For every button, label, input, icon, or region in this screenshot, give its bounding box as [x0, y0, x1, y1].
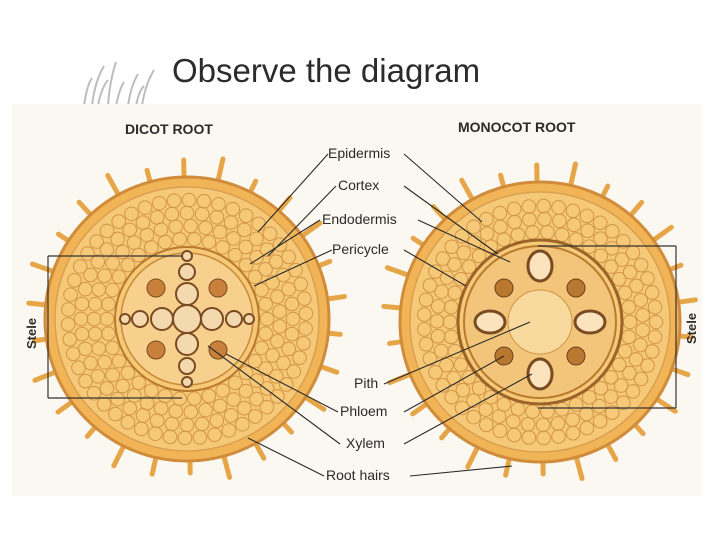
- label-epidermis: Epidermis: [328, 145, 390, 161]
- label-pith: Pith: [354, 375, 378, 391]
- label-xylem: Xylem: [346, 435, 385, 451]
- monocot-root-section: Stele MONOCOT ROOT: [384, 119, 699, 478]
- label-cortex: Cortex: [338, 177, 379, 193]
- monocot-title: MONOCOT ROOT: [458, 119, 576, 135]
- structure-labels: Epidermis Cortex Endodermis Pericycle Pi…: [322, 145, 397, 483]
- stele-label-left: Stele: [24, 318, 39, 349]
- dicot-root-section: Stele DICOT ROOT: [24, 121, 344, 477]
- slide-title: Observe the diagram: [172, 52, 480, 90]
- label-pericycle: Pericycle: [332, 241, 389, 257]
- root-diagram: Stele DICOT ROOT S: [12, 104, 702, 496]
- label-phloem: Phloem: [340, 403, 387, 419]
- grass-decoration-icon: [78, 58, 168, 108]
- label-endodermis: Endodermis: [322, 211, 397, 227]
- dicot-title: DICOT ROOT: [125, 121, 213, 137]
- monocot-pith: [508, 290, 572, 354]
- label-root-hairs: Root hairs: [326, 467, 390, 483]
- stele-label-right: Stele: [684, 313, 699, 344]
- root-cross-section-figure: Stele DICOT ROOT S: [12, 104, 702, 496]
